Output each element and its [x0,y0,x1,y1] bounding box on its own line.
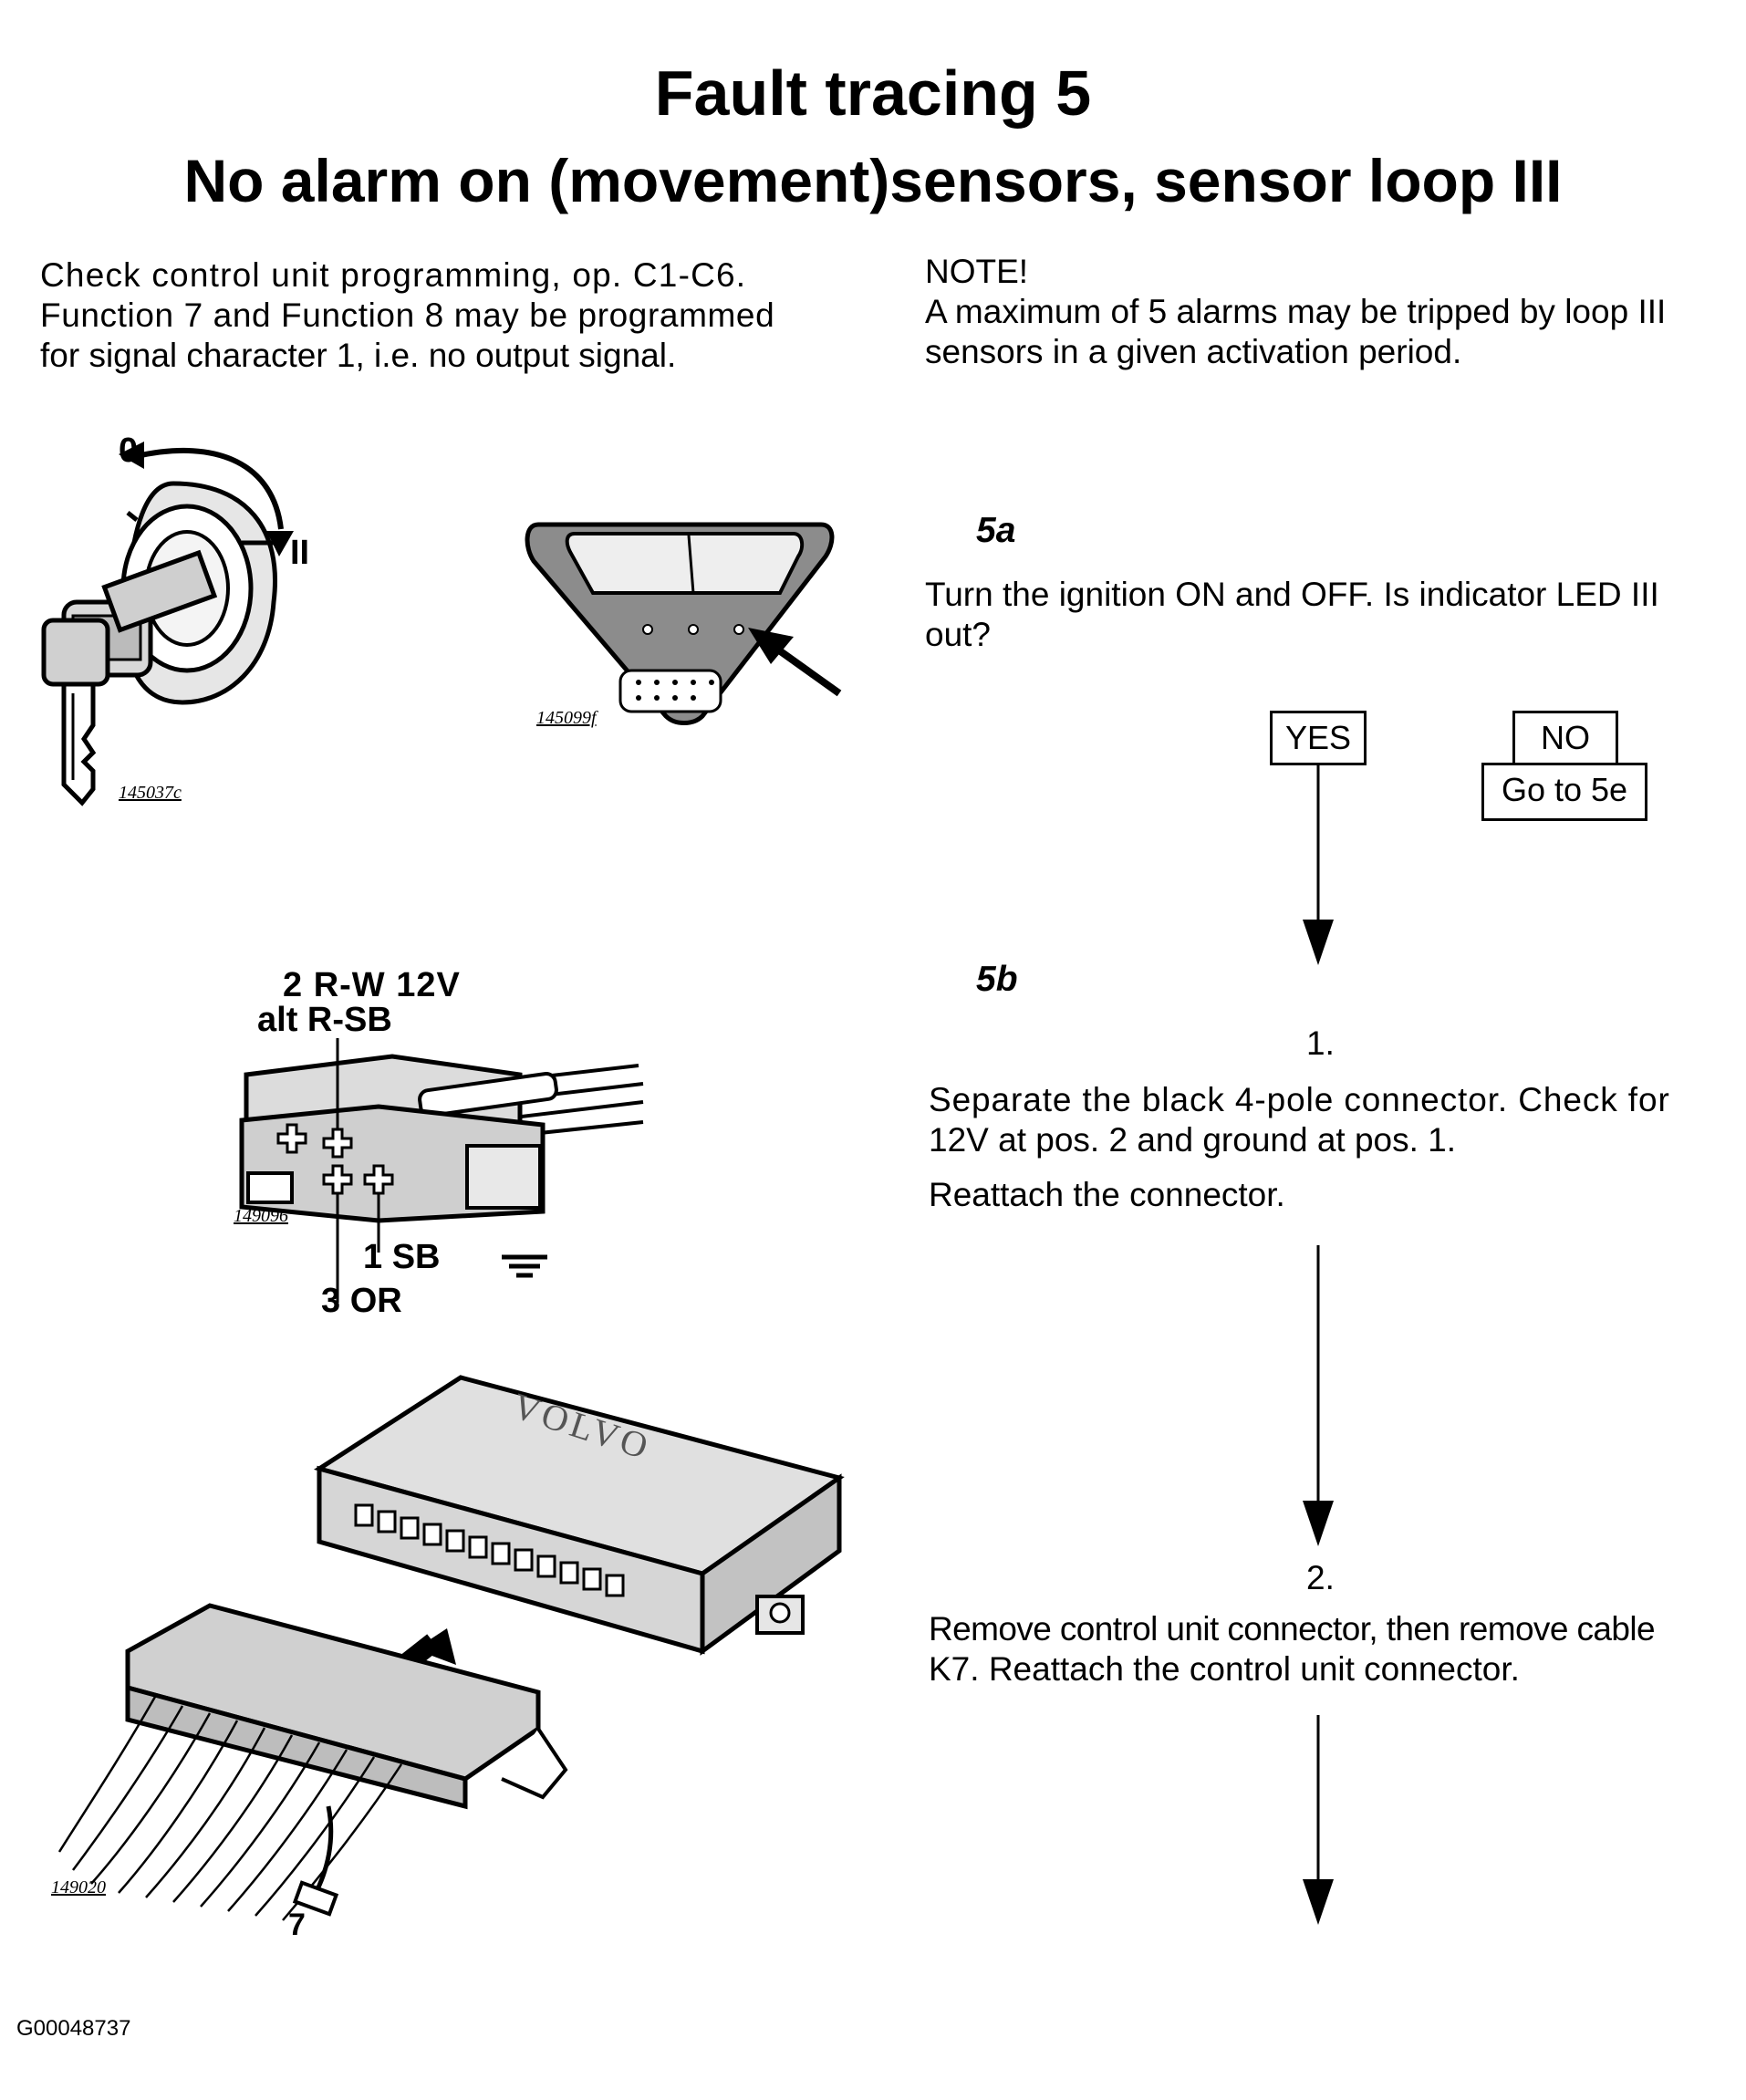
step-5b-sub2-text: Remove control unit connector, then remo… [929,1609,1731,1689]
four-pole-connector-illustration [239,1038,644,1303]
step-5b-sub2-line: Remove control unit connector, then remo… [929,1610,1656,1648]
note-heading: NOTE! [925,253,1029,290]
connector-pin1-label: 1 SB [363,1238,441,1276]
go-to-5e-box: Go to 5e [1481,763,1647,821]
page-title: Fault tracing 5 [654,57,1092,129]
step-5a-label: 5a [976,511,1016,550]
footer-code: G00048737 [16,2016,131,2041]
note-line: sensors in a given activation period. [925,333,1462,370]
indicator-led-panel-illustration [525,522,835,725]
no-answer-box: NO [1512,711,1618,763]
note-line: A maximum of 5 alarms may be tripped by … [925,293,1667,330]
led-pointer-arrow-icon [748,628,842,697]
ignition-pos-on-label: II [290,534,310,572]
flow-arrow-1 [1303,764,1334,965]
step-5b-sub1-line: Separate the black 4-pole connector. Che… [929,1081,1670,1118]
step-5b-sub1-text: Separate the black 4-pole connector. Che… [929,1080,1731,1160]
control-unit-figure-id: 149020 [51,1877,106,1897]
intro-line: for signal character 1, i.e. no output s… [40,337,677,374]
intro-line: Function 7 and Function 8 may be program… [40,296,775,334]
flow-arrow-2 [1303,1245,1334,1546]
step-5b-label: 5b [976,960,1018,999]
step-5b-sub2-number: 2. [1306,1559,1335,1596]
connector-pin2-label: 2 R-W 12V [283,966,461,1004]
ignition-figure-id: 145037c [119,783,182,803]
connector-figure-id: 149096 [234,1206,288,1226]
ignition-pos-off-label: 0 [119,431,139,470]
flow-arrow-3 [1303,1715,1334,1925]
connector-pin2-alt-label: alt R-SB [257,1001,392,1039]
step-5b-sub1-number: 1. [1306,1024,1335,1062]
page-subtitle: No alarm on (movement)sensors, sensor lo… [183,147,1563,214]
control-unit-illustration [57,1375,845,1921]
note-block: NOTE! A maximum of 5 alarms may be tripp… [925,252,1728,372]
step-5b-sub2-line: K7. Reattach the control unit connector. [929,1650,1520,1688]
control-unit-pin7-label: 7 [288,1908,306,1942]
led-figure-id: 145099f [536,708,597,728]
step-5a-line: out? [925,616,992,653]
yes-answer-box: YES [1270,711,1367,765]
step-5b-sub1-extra: Reattach the connector. [929,1176,1285,1213]
connector-pin3-label: 3 OR [321,1282,402,1320]
intro-text: Check control unit programming, op. C1-C… [40,255,843,376]
step-5a-line: Turn the ignition ON and OFF. Is indicat… [925,576,1659,613]
ignition-key-illustration [41,442,294,806]
step-5b-sub1-line: 12V at pos. 2 and ground at pos. 1. [929,1121,1457,1159]
intro-line: Check control unit programming, op. C1-C… [40,256,747,294]
step-5a-text: Turn the ignition ON and OFF. Is indicat… [925,575,1728,655]
